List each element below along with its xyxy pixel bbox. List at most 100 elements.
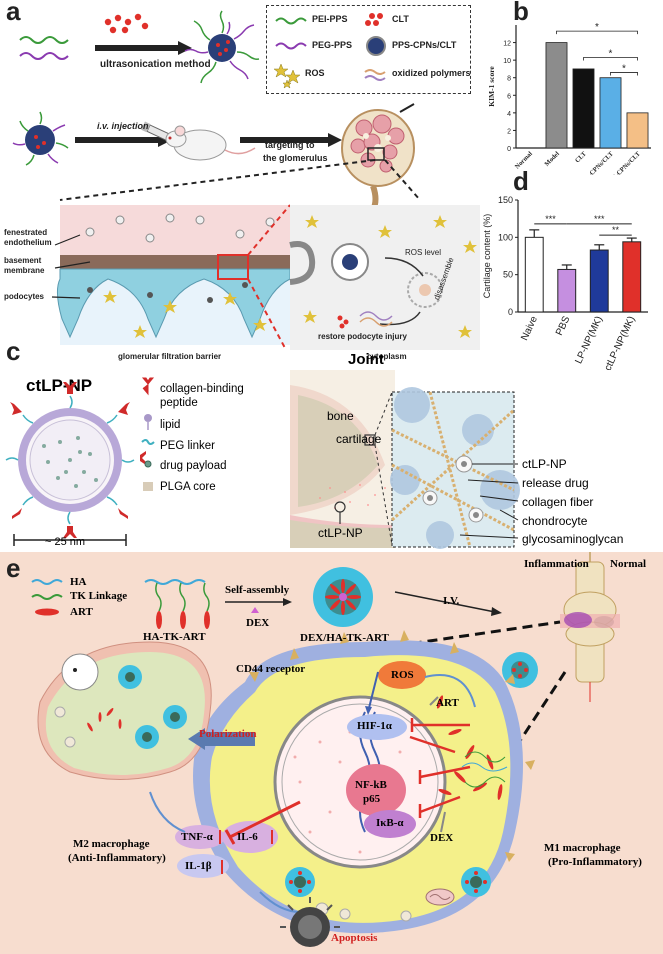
inflammation-label: Inflammation <box>524 558 589 570</box>
legend-pei-pps: PEI-PPS <box>312 14 348 24</box>
panel-a-label: a <box>6 0 21 26</box>
significance-bracket <box>583 57 638 61</box>
y-axis-label: Cartilage content (%) <box>482 214 492 299</box>
targeting-label-1: targeting to <box>265 140 315 150</box>
m2-label-1: M2 macrophage <box>73 838 150 850</box>
y-tick-label: 50 <box>503 270 513 280</box>
bone-label: bone <box>327 409 354 423</box>
y-tick-label: 150 <box>498 195 513 205</box>
ha-tk-art-label: HA-TK-ART <box>143 631 206 643</box>
y-tick-label: 100 <box>498 232 513 242</box>
bar-lp-np-mk- <box>589 249 609 313</box>
targeting-label-2: the glomerulus <box>263 153 328 163</box>
zoom-label-gag: glycosaminoglycan <box>522 532 624 546</box>
legend-ros: ROS <box>305 68 325 78</box>
y-tick-label: 4 <box>507 111 511 118</box>
normal-label: Normal <box>610 558 647 570</box>
y-tick-label: 0 <box>507 146 511 153</box>
legend-peg-linker: PEG linker <box>160 440 215 452</box>
legend-art: ART <box>70 606 93 618</box>
bar-pcl-cpns-clt <box>599 77 622 149</box>
y-tick-label: 8 <box>507 76 511 83</box>
x-tick-label: PBS <box>554 314 573 337</box>
panel-a-graphic <box>12 10 480 350</box>
significance-star: ** <box>612 225 620 235</box>
y-tick-label: 2 <box>507 128 511 135</box>
dex-label: DEX <box>246 617 270 629</box>
bar-pps-cpns-clt <box>626 112 649 149</box>
art-label: ART <box>436 697 459 709</box>
il6-label: IL-6 <box>237 831 258 843</box>
ultrasonication-label: ultrasonication method <box>100 59 211 70</box>
tnf-label: TNF-α <box>181 831 213 843</box>
hif-label: HIF-1α <box>357 720 392 732</box>
filtration-barrier-caption: glomerular filtration barrier <box>118 352 222 361</box>
panel-e-label: e <box>6 553 21 583</box>
m1-label-2: (Pro-Inflammatory) <box>548 856 642 868</box>
dex-cell-label: DEX <box>430 832 454 844</box>
panel-a-legend <box>266 5 471 94</box>
significance-star: * <box>622 63 626 74</box>
legend-pps-cpns: PPS-CPNs/CLT <box>392 40 457 50</box>
significance-bracket <box>610 72 638 76</box>
il1-label: IL-1β <box>185 860 212 872</box>
ros-label: ROS <box>391 669 414 681</box>
significance-star: *** <box>545 214 556 224</box>
bar-clt <box>572 68 595 149</box>
significance-bracket <box>556 30 638 35</box>
legend-ha: HA <box>70 576 87 588</box>
x-tick-label: Model <box>543 150 561 168</box>
cytoplasm-caption: cytoplasm <box>367 352 407 361</box>
legend-drug-payload: drug payload <box>160 460 227 472</box>
significance-star: *** <box>594 214 605 224</box>
ctlp-np-title: ctLP-NP <box>26 376 93 395</box>
significance-star: * <box>595 22 599 33</box>
legend-peptide-1: collagen-binding <box>160 383 244 395</box>
bar-model <box>545 42 568 149</box>
cartilage-label: cartilage <box>336 432 382 446</box>
basement-label: basement <box>4 256 42 265</box>
legend-oxidized: oxidized polymers <box>392 68 471 78</box>
m1-label-1: M1 macrophage <box>544 842 621 854</box>
panel-b-label: b <box>513 0 529 26</box>
y-tick-label: 0 <box>508 307 513 317</box>
y-tick-label: 12 <box>503 41 511 48</box>
y-tick-label: 6 <box>507 93 511 100</box>
zoom-label-release: release drug <box>522 476 589 490</box>
podocytes-label: podocytes <box>4 292 45 301</box>
restore-label: restore podocyte injury <box>318 332 407 341</box>
legend-plga-core: PLGA core <box>160 481 216 493</box>
membrane-label: membrane <box>4 266 45 275</box>
joint-title: Joint <box>348 351 384 368</box>
nfkb-label: NF-kB <box>355 779 387 791</box>
x-tick-label: Naive <box>519 314 540 342</box>
y-axis-label: KIM-1 score <box>487 66 496 107</box>
x-tick-label: ctLP-NP(MK) <box>603 315 638 370</box>
legend-tk: TK Linkage <box>70 590 128 602</box>
cd44-label: CD44 receptor <box>236 663 306 675</box>
apoptosis-label: Apoptosis <box>331 932 378 944</box>
legend-lipid: lipid <box>160 419 181 431</box>
fenestrated-label: fenestrated <box>4 228 48 237</box>
dex-ha-label: DEX/HA-TK-ART <box>300 632 389 644</box>
iv-label: I.V. <box>443 595 460 607</box>
legend-clt: CLT <box>392 14 409 24</box>
x-tick-label: LP-NP(MK) <box>573 315 605 366</box>
ros-level-label: ROS level <box>405 248 442 257</box>
size-label: ~ 25 nm <box>45 536 86 548</box>
significance-star: * <box>609 49 613 60</box>
x-tick-label: CLT <box>574 150 588 164</box>
y-tick-label: 10 <box>503 58 511 65</box>
panel-e-graphic <box>31 552 620 947</box>
bar-pbs <box>557 268 577 313</box>
zoom-label-ctlp: ctLP-NP <box>522 457 567 471</box>
polarization-label: Polarization <box>199 728 257 740</box>
legend-peptide-2: peptide <box>160 397 198 409</box>
legend-peg-pps: PEG-PPS <box>312 40 353 50</box>
endothelium-label: endothelium <box>4 238 52 247</box>
zoom-label-collagen: collagen fiber <box>522 495 594 509</box>
joint-np-label: ctLP-NP <box>318 526 363 540</box>
ikb-label: IκB-α <box>376 817 404 829</box>
